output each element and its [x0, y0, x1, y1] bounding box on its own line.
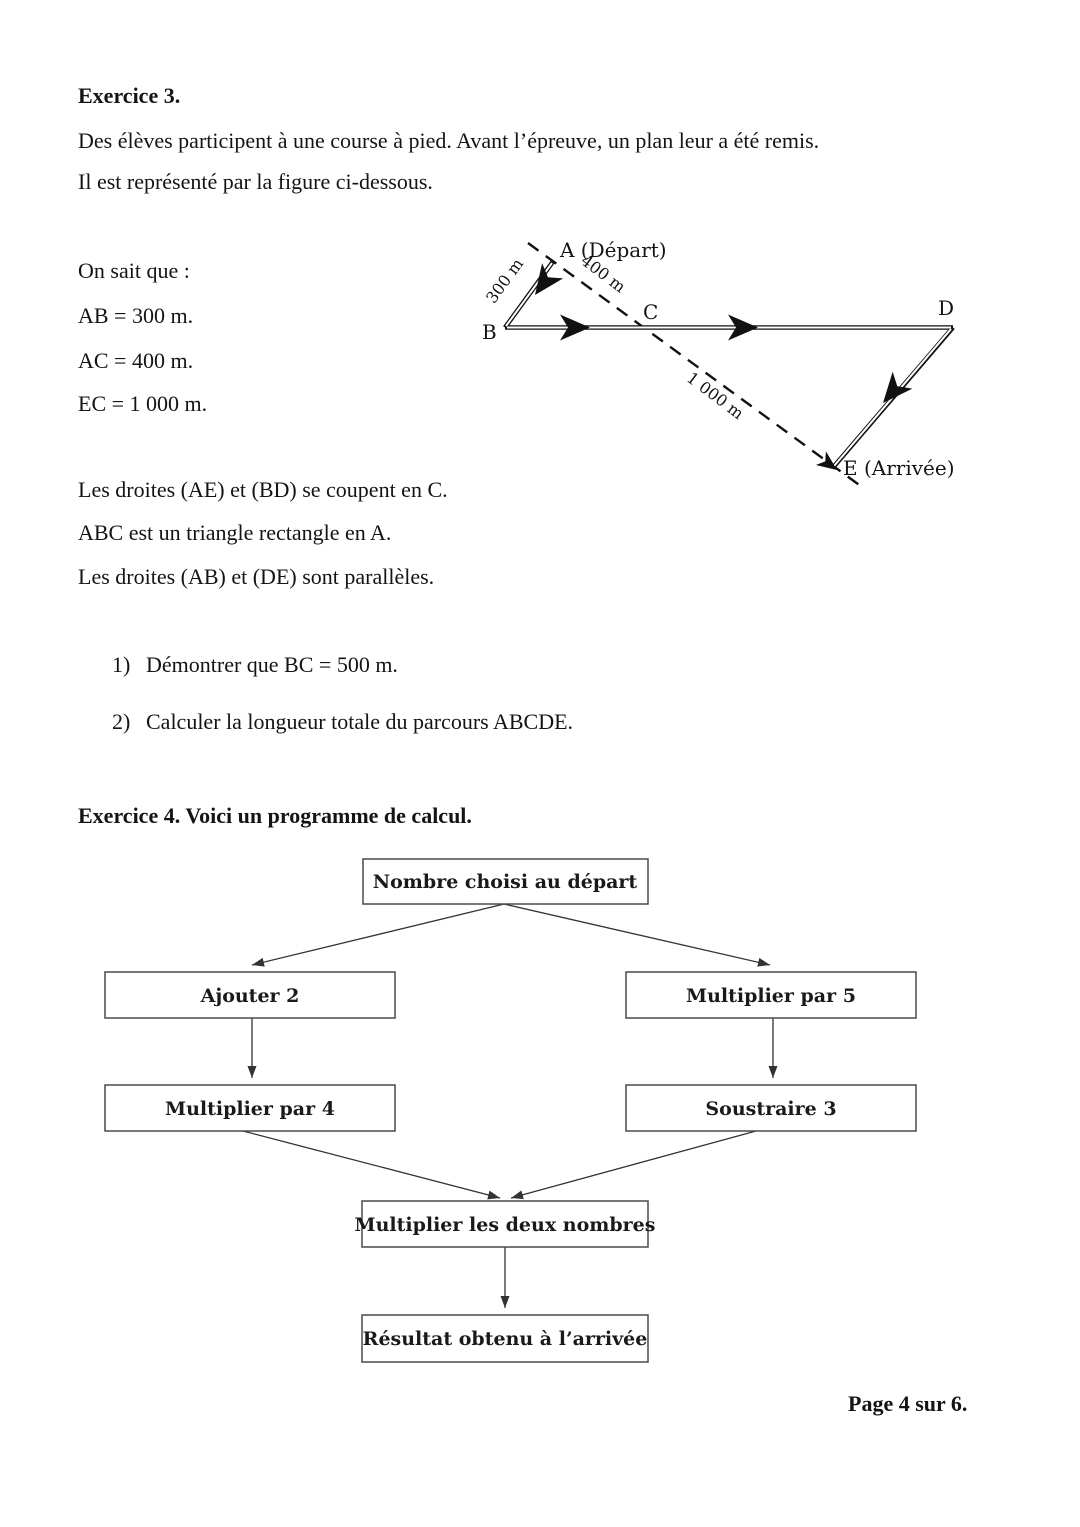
- figure-distance-ab: 300 m: [482, 255, 527, 307]
- calculation-flowchart: Nombre choisi au départ Ajouter 2 Multip…: [104, 858, 917, 1363]
- connector-arrowhead: [487, 1190, 500, 1200]
- flowchart-label-soustraire3: Soustraire 3: [705, 1098, 836, 1120]
- exercise3-title: Exercice 3.: [78, 83, 181, 108]
- property-line: ABC est un triangle rectangle en A.: [78, 520, 392, 545]
- dashed-line-AE: [527, 242, 863, 488]
- flowchart-label-multiplier5: Multiplier par 5: [686, 985, 856, 1007]
- exercise4-title: Exercice 4. Voici un programme de calcul…: [78, 803, 472, 828]
- connector-arrowhead: [500, 1296, 510, 1308]
- course-map-figure: A (Départ) B C D E (Arrivée) 300 m 400 m…: [482, 238, 955, 488]
- property-line: Les droites (AE) et (BD) se coupent en C…: [78, 477, 448, 502]
- flowchart-box-multiplier4: [104, 1084, 396, 1132]
- flowchart-label-merge: Multiplier les deux nombres: [355, 1214, 656, 1236]
- arrow-a-to-b: [535, 263, 564, 295]
- flowchart-connectors: [242, 903, 778, 1308]
- figure-distance-ce: 1 000 m: [683, 368, 747, 423]
- footer-page-label: Page 4 sur 6.: [848, 1391, 968, 1416]
- arrow-c-to-d: [728, 314, 758, 341]
- given-line: EC = 1 000 m.: [78, 391, 208, 416]
- figure-label-c: C: [643, 300, 658, 324]
- flowchart-label-start: Nombre choisi au départ: [373, 871, 638, 893]
- flowchart-box-merge: [361, 1200, 649, 1248]
- flowchart-box-multiplier5: [625, 971, 917, 1019]
- connector-arrowhead: [247, 1066, 257, 1078]
- question-number: 1): [112, 652, 131, 677]
- flowchart-box-ajouter2: [104, 971, 396, 1019]
- given-line: AB = 300 m.: [78, 303, 194, 328]
- figure-label-a: A (Départ): [559, 238, 667, 262]
- route-double-lines: [503, 260, 955, 469]
- flowchart-box-end: [361, 1314, 649, 1363]
- given-line: AC = 400 m.: [78, 348, 194, 373]
- figure-label-b: B: [482, 320, 497, 344]
- property-line: Les droites (AB) et (DE) sont parallèles…: [78, 564, 435, 589]
- flowchart-box-start: [362, 858, 649, 905]
- arrow-b-to-c: [560, 314, 590, 341]
- arrow-dashed-to-e: [815, 451, 837, 470]
- question-row: 1) Démontrer que BC = 500 m.: [112, 653, 398, 677]
- question-text: Démontrer que BC = 500 m.: [146, 652, 398, 677]
- connector-arrowhead: [252, 957, 265, 967]
- flowchart-label-end: Résultat obtenu à l’arrivée: [363, 1328, 648, 1350]
- flowchart-label-ajouter2: Ajouter 2: [200, 985, 300, 1007]
- connector-arrowhead: [768, 1066, 778, 1078]
- exercise3-intro-line2: Il est représenté par la figure ci-desso…: [78, 169, 433, 194]
- exercise3-intro-line1: Des élèves participent à une course à pi…: [78, 128, 820, 153]
- question-row: 2) Calculer la longueur totale du parcour…: [112, 710, 573, 734]
- flowchart-box-soustraire3: [625, 1084, 917, 1132]
- connector-arrowhead: [757, 957, 770, 967]
- route-direction-arrows: [535, 263, 913, 470]
- arrow-d-to-e: [883, 371, 913, 403]
- figure-label-e: E (Arrivée): [843, 456, 955, 480]
- figure-label-d: D: [938, 296, 954, 320]
- given-line: On sait que :: [78, 258, 190, 283]
- flowchart-label-multiplier4: Multiplier par 4: [165, 1098, 335, 1120]
- question-number: 2): [112, 709, 131, 734]
- question-text: Calculer la longueur totale du parcours …: [146, 709, 574, 734]
- connector-arrowhead: [511, 1190, 524, 1200]
